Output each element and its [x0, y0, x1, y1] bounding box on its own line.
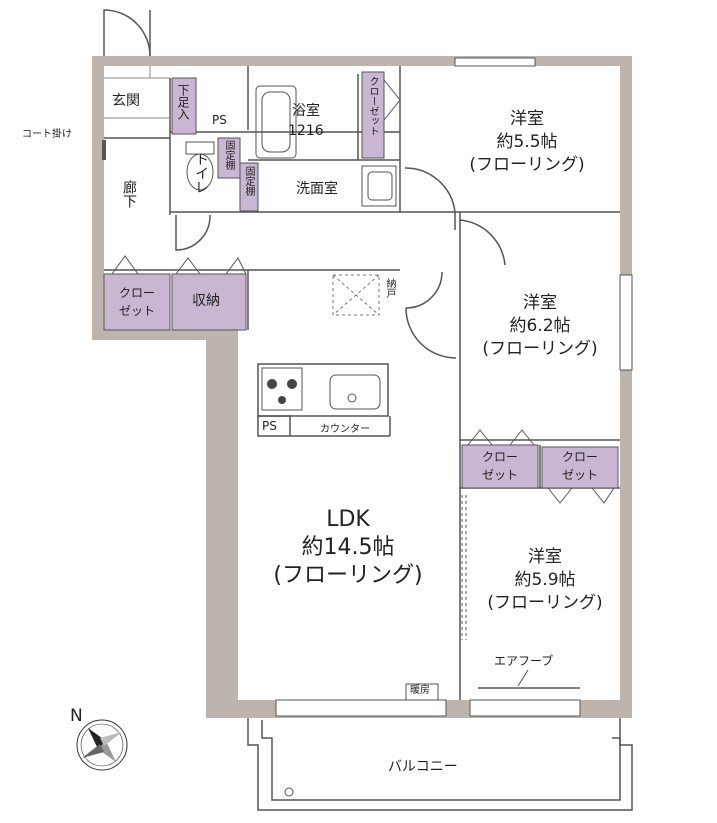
floor-storage-hatch [332, 274, 380, 316]
entrance-step-lines [104, 66, 170, 119]
closet-label-bottom: ゼット [118, 304, 155, 318]
compass-north-label: N [70, 706, 83, 726]
floor-area [248, 66, 585, 106]
room-e-floor: (フローリング) [482, 339, 598, 359]
counter-label: カウンター [320, 424, 370, 435]
room-se-size: 約5.9帖 [514, 570, 576, 590]
wash-basin-inner [367, 171, 393, 201]
closet-room-e-label: クロー ゼット [462, 448, 538, 484]
fixed-shelf-upper [217, 137, 241, 179]
closet-door-marks [111, 79, 615, 504]
balcony-drain [284, 787, 294, 797]
closet-label-bottom: ゼット [561, 468, 598, 482]
compass-icon [76, 719, 128, 771]
room-se-floor: (フローリング) [487, 593, 603, 613]
bath-name: 浴室 [292, 103, 320, 119]
ldk-floor: (フローリング) [273, 563, 423, 588]
fixed-shelf-upper-label: 固定棚 [223, 140, 234, 170]
floor-storage-hatch [332, 274, 380, 316]
coat-hook [102, 140, 106, 160]
bathtub-inner [261, 91, 291, 153]
toilet-label: トイレ [193, 152, 209, 194]
room-ne-floor: (フローリング) [469, 155, 585, 175]
ldk-size: 約14.5帖 [301, 535, 395, 560]
storage-hall-label: 収納 [192, 293, 220, 309]
outer-wall [92, 56, 632, 718]
wash-basin [361, 165, 397, 207]
coat-hook-label: コート掛け [22, 129, 72, 140]
closet-label-top: クロー [561, 450, 598, 464]
burner [278, 396, 286, 404]
fixed-shelf-lower [239, 162, 259, 212]
burner [287, 379, 297, 389]
closets [103, 71, 619, 489]
hallway-label: 廊下 [121, 180, 137, 208]
closet-ne-vertical [361, 71, 385, 159]
ps-label-upper: PS [212, 113, 227, 127]
heater-label: 暖房 [410, 685, 430, 696]
closet-label-top: クロー [118, 286, 155, 300]
sink-drain [347, 393, 357, 403]
closet-room-e [461, 444, 539, 489]
fixed-shelf-lower-label: 固定棚 [243, 166, 254, 196]
room-ldk-label: LDK 約14.5帖 (フローリング) [258, 506, 438, 590]
closet-label-top: クロー [481, 450, 518, 464]
washroom-label: 洗面室 [296, 181, 338, 197]
closet-room-se-label: クロー ゼット [542, 448, 618, 484]
room-e-size: 約6.2帖 [509, 316, 571, 336]
closet-hall-left [103, 273, 171, 331]
air-hood-leader [517, 669, 529, 687]
room-e-label: 洋室 約6.2帖 (フローリング) [465, 292, 615, 361]
kitchen-sink [329, 374, 381, 410]
entrance-label: 玄関 [112, 93, 140, 109]
toilet-tank [185, 141, 215, 155]
bathtub [255, 85, 297, 159]
linen-label: 納戸 [384, 278, 395, 298]
closet-room-se [541, 446, 619, 489]
room-ne-label: 洋室 約5.5帖 (フローリング) [452, 108, 602, 177]
air-hood-label: エアフーブ [494, 654, 554, 668]
room-se-label: 洋室 約5.9帖 (フローリング) [470, 546, 620, 615]
room-e-name: 洋室 [523, 293, 557, 313]
shoe-box-label: 下足入 [176, 84, 190, 120]
balcony-label: バルコニー [388, 759, 458, 775]
ldk-name: LDK [326, 507, 370, 532]
room-ne-size: 約5.5帖 [496, 132, 558, 152]
burner [267, 379, 277, 389]
ps-label-kitchen: PS [262, 419, 277, 433]
bath-size: 1216 [288, 123, 324, 139]
room-ne-name: 洋室 [510, 109, 544, 129]
room-se-name: 洋室 [528, 547, 562, 567]
heater-box [405, 683, 439, 701]
stove [261, 367, 303, 411]
closet-ne-label: クローゼット [367, 76, 378, 136]
closet-hall-left-label: クロー ゼット [104, 284, 170, 320]
windows [275, 57, 633, 717]
shoe-box [171, 77, 197, 135]
storage-hall [171, 273, 247, 331]
closet-label-bottom: ゼット [481, 468, 518, 482]
